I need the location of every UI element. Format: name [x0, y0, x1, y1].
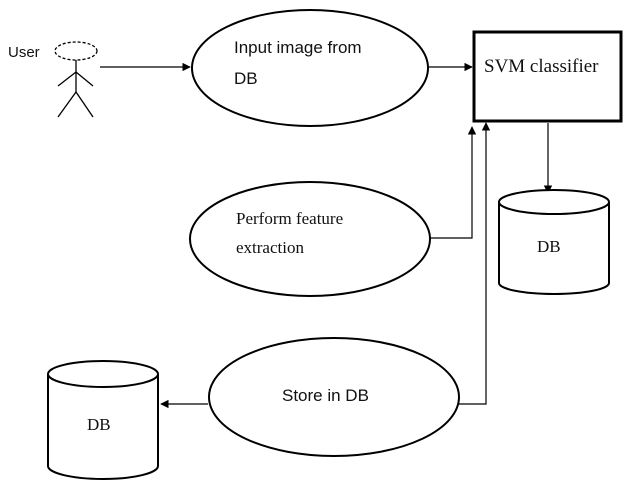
db-left-body [47, 374, 159, 480]
user-arms-right [75, 71, 94, 87]
user-arms-left [57, 71, 77, 87]
db-left-top [47, 360, 159, 388]
arrow-store-to-svm [458, 122, 491, 405]
store-in-db-ellipse [208, 337, 460, 457]
input-image-label-line2: DB [234, 69, 258, 88]
user-leg-left [57, 91, 77, 118]
store-in-db-node: Store in DB [208, 337, 460, 457]
svm-classifier-node: SVM classifier [472, 30, 623, 123]
svm-classifier-box [472, 30, 623, 123]
user-label: User [8, 44, 40, 61]
feature-extraction-label-line1: Perform feature [236, 209, 343, 228]
feature-extraction-label-line2: extraction [236, 238, 304, 257]
db-right-top [498, 189, 610, 215]
feature-extraction-node: Perform feature extraction [189, 181, 431, 297]
user-leg-right [75, 91, 94, 118]
db-left-label: DB [87, 415, 111, 434]
user-head [54, 41, 98, 61]
input-image-node: Input image from DB [191, 9, 429, 127]
db-right-label: DB [537, 237, 561, 256]
db-right-cylinder: DB [498, 189, 610, 295]
db-left-cylinder: DB [47, 360, 159, 480]
store-in-db-label: Store in DB [282, 386, 369, 405]
db-right-body [498, 202, 610, 295]
svm-classifier-label: SVM classifier [484, 56, 599, 77]
input-image-label-line1: Input image from [234, 38, 362, 57]
feature-extraction-ellipse [189, 181, 431, 297]
arrow-feature-to-svm [430, 126, 477, 239]
input-image-ellipse [191, 9, 429, 127]
user-actor: User [8, 41, 98, 118]
